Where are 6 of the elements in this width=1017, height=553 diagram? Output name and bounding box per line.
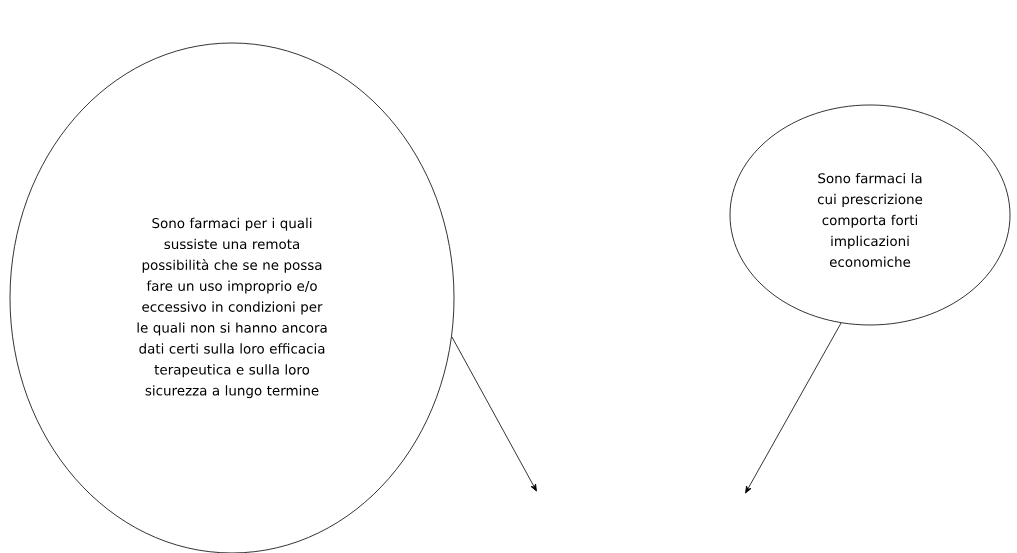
ellipse-text: Sono farmaci per i quali sussiste una remota possibilità che se ne possa fare un uso improprio e/o eccessivo in condizioni per le quali non si hanno ancora dati certi sulla loro efficacia terapeutica e sulla loro sicurezza a lungo termine [137,217,327,399]
ellipse [729,104,1011,326]
arrow [745,322,842,494]
ellipse-text: Sono farmaci la cui prescrizione comporta forti implicazioni economiche [817,172,923,268]
arrow [451,336,537,492]
ellipse [9,42,455,553]
